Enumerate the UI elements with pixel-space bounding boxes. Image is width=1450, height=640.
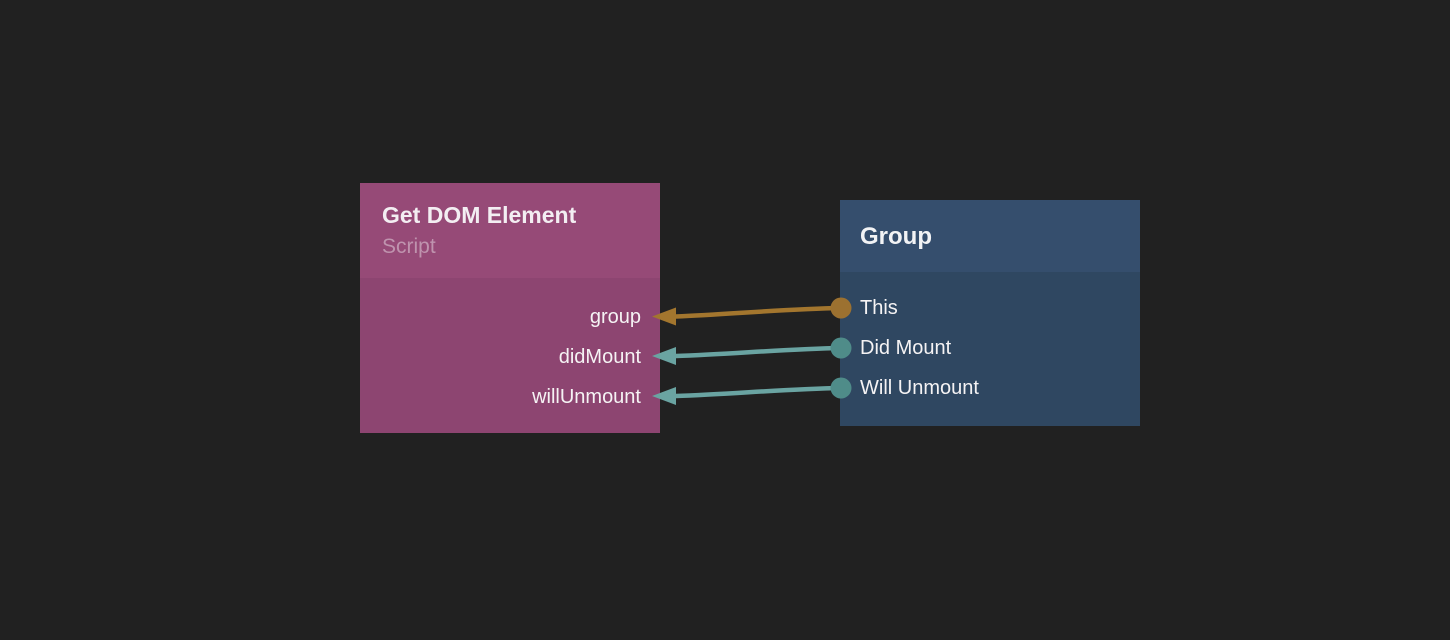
connection-didmount[interactable] bbox=[652, 345, 844, 365]
connection-willunmount[interactable] bbox=[652, 385, 844, 405]
node-group-body: This Did Mount Will Unmount bbox=[840, 272, 1140, 426]
node-subtitle: Script bbox=[382, 235, 436, 258]
wire[interactable] bbox=[673, 345, 844, 359]
node-group-header[interactable]: Group bbox=[840, 200, 1140, 272]
port-label: This bbox=[860, 297, 898, 319]
port-willunmount[interactable]: willUnmount bbox=[360, 377, 660, 417]
port-label: Did Mount bbox=[860, 337, 952, 359]
node-get-dom-element-header[interactable]: Get DOM Element Script bbox=[360, 183, 660, 278]
port-label: group bbox=[589, 306, 641, 328]
port-will-unmount[interactable]: Will Unmount bbox=[840, 368, 1140, 408]
wire[interactable] bbox=[673, 305, 844, 319]
node-group[interactable]: Group This Did Mount Will Unmount bbox=[840, 200, 1140, 426]
wire[interactable] bbox=[673, 385, 844, 399]
node-get-dom-element-body: group didMount willUnmount bbox=[360, 278, 660, 433]
port-label: willUnmount bbox=[532, 386, 641, 408]
node-get-dom-element[interactable]: Get DOM Element Script group didMount wi… bbox=[360, 183, 660, 433]
port-did-mount[interactable]: Did Mount bbox=[840, 328, 1140, 368]
node-title: Get DOM Element bbox=[382, 202, 577, 228]
port-this[interactable]: This bbox=[840, 288, 1140, 328]
port-label: Will Unmount bbox=[860, 377, 979, 399]
port-didmount[interactable]: didMount bbox=[360, 337, 660, 377]
connection-this-to-group[interactable] bbox=[652, 305, 844, 326]
port-group[interactable]: group bbox=[360, 297, 660, 337]
port-label: didMount bbox=[558, 346, 641, 368]
node-title: Group bbox=[860, 222, 932, 250]
